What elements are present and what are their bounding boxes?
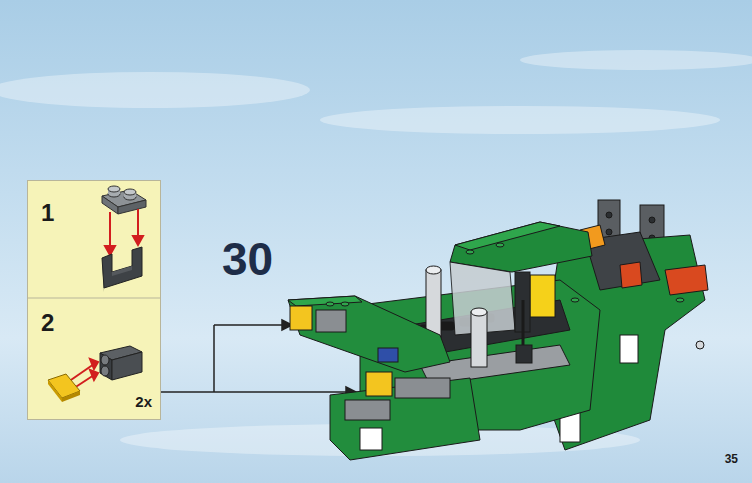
- bracket-part: [102, 247, 142, 292]
- page-number: 35: [725, 453, 738, 465]
- plate-part: [102, 186, 146, 214]
- truck-model: [288, 200, 708, 460]
- step-number: 30: [222, 236, 273, 282]
- step-number: 1: [41, 201, 54, 225]
- quantity-label: 2x: [135, 394, 152, 409]
- tile-part: [48, 374, 80, 402]
- callout-panel: 1 2 2x: [27, 180, 161, 420]
- step-number: 2: [41, 311, 54, 335]
- brick-part: [100, 346, 142, 380]
